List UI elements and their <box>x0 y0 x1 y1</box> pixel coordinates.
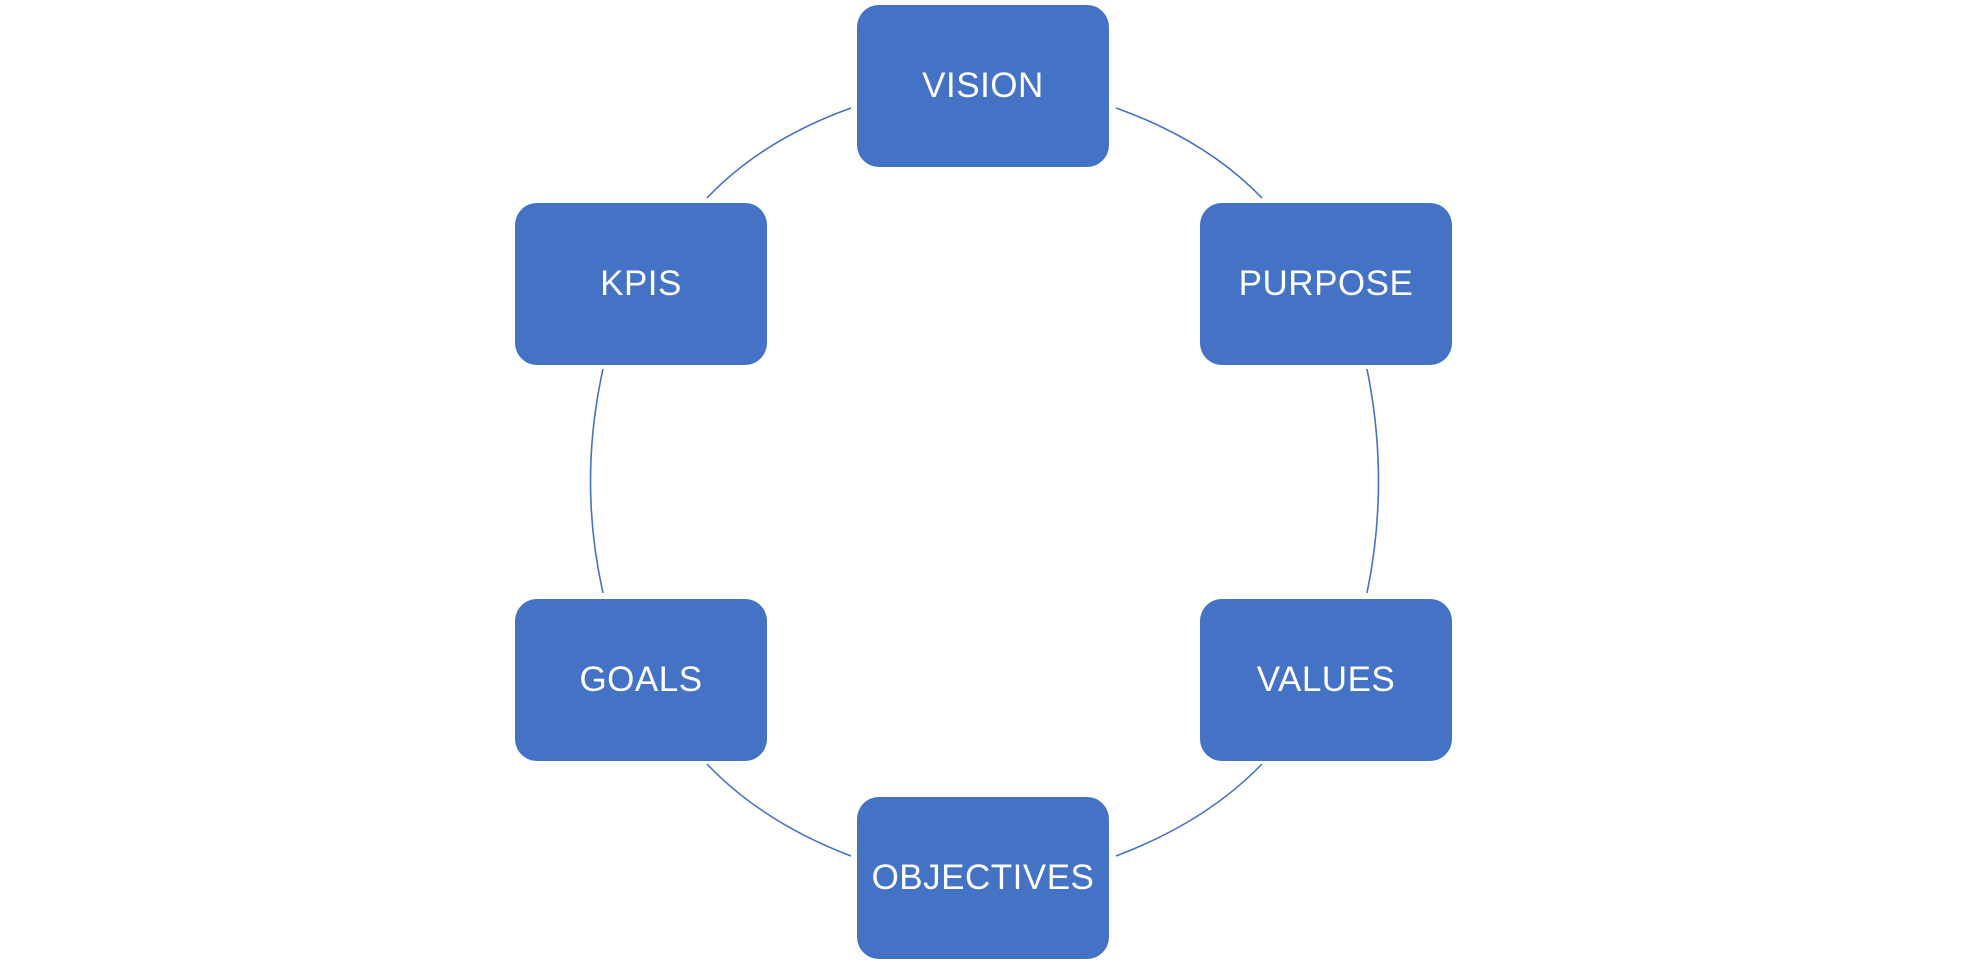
node-vision[interactable]: VISION <box>857 5 1109 167</box>
node-values[interactable]: VALUES <box>1200 599 1452 761</box>
node-values-label: VALUES <box>1256 660 1396 699</box>
connector-values-objectives <box>1115 763 1263 857</box>
connector-kpis-vision <box>706 107 852 199</box>
node-purpose[interactable]: PURPOSE <box>1200 203 1452 365</box>
connector-purpose-values <box>1366 368 1380 594</box>
node-objectives[interactable]: OBJECTIVES <box>857 797 1109 959</box>
node-kpis[interactable]: KPIS <box>515 203 767 365</box>
node-objectives-label: OBJECTIVES <box>871 858 1095 897</box>
connector-goals-kpis <box>589 368 604 594</box>
node-goals-label: GOALS <box>579 660 703 699</box>
node-goals[interactable]: GOALS <box>515 599 767 761</box>
connector-vision-purpose <box>1115 107 1263 199</box>
node-purpose-label: PURPOSE <box>1238 264 1414 303</box>
node-vision-label: VISION <box>922 66 1044 105</box>
connector-objectives-goals <box>706 763 852 857</box>
node-kpis-label: KPIS <box>600 264 682 303</box>
